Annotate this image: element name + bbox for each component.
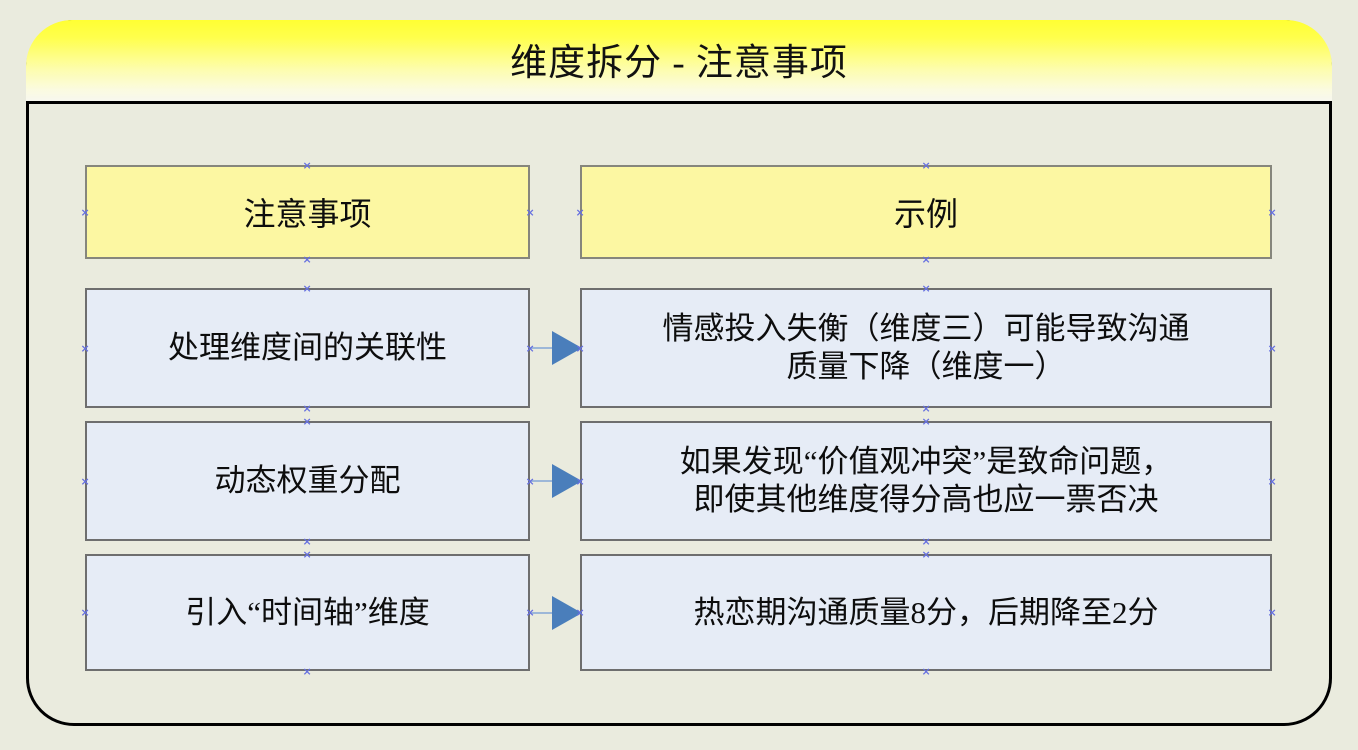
row-example-label: 热恋期沟通质量8分，后期降至2分 xyxy=(693,594,1159,630)
slide-title-band: 维度拆分 - 注意事项 xyxy=(26,20,1332,104)
arrow-stem xyxy=(530,480,558,482)
arrow-stem xyxy=(530,612,558,614)
table-row[interactable]: 热恋期沟通质量8分，后期降至2分 xyxy=(580,554,1272,671)
row-point-label: 引入“时间轴”维度 xyxy=(185,594,430,630)
row-point-label: 动态权重分配 xyxy=(214,463,401,499)
arrow-head xyxy=(552,464,582,498)
arrow-head xyxy=(552,596,582,630)
row-example-label: 如果发现“价值观冲突”是致命问题， 即使其他维度得分高也应一票否决 xyxy=(679,444,1173,517)
table-header-right-label: 示例 xyxy=(893,196,958,232)
table-row[interactable]: 处理维度间的关联性 xyxy=(85,288,530,408)
table-row[interactable]: 引入“时间轴”维度 xyxy=(85,554,530,671)
arrow-right-icon xyxy=(530,596,582,630)
arrow-right-icon xyxy=(530,464,582,498)
table-row[interactable]: 情感投入失衡（维度三）可能导致沟通 质量下降（维度一） xyxy=(580,288,1272,408)
table-header-left[interactable]: 注意事项 xyxy=(85,165,530,259)
table-row[interactable]: 动态权重分配 xyxy=(85,421,530,541)
table-row[interactable]: 如果发现“价值观冲突”是致命问题， 即使其他维度得分高也应一票否决 xyxy=(580,421,1272,541)
row-point-label: 处理维度间的关联性 xyxy=(168,330,447,366)
table-header-left-label: 注意事项 xyxy=(243,196,372,232)
arrow-stem xyxy=(530,347,558,349)
arrow-right-icon xyxy=(530,331,582,365)
row-example-label: 情感投入失衡（维度三）可能导致沟通 质量下降（维度一） xyxy=(662,311,1190,384)
arrow-head xyxy=(552,331,582,365)
page-title: 维度拆分 - 注意事项 xyxy=(510,42,848,84)
table-header-right[interactable]: 示例 xyxy=(580,165,1272,259)
